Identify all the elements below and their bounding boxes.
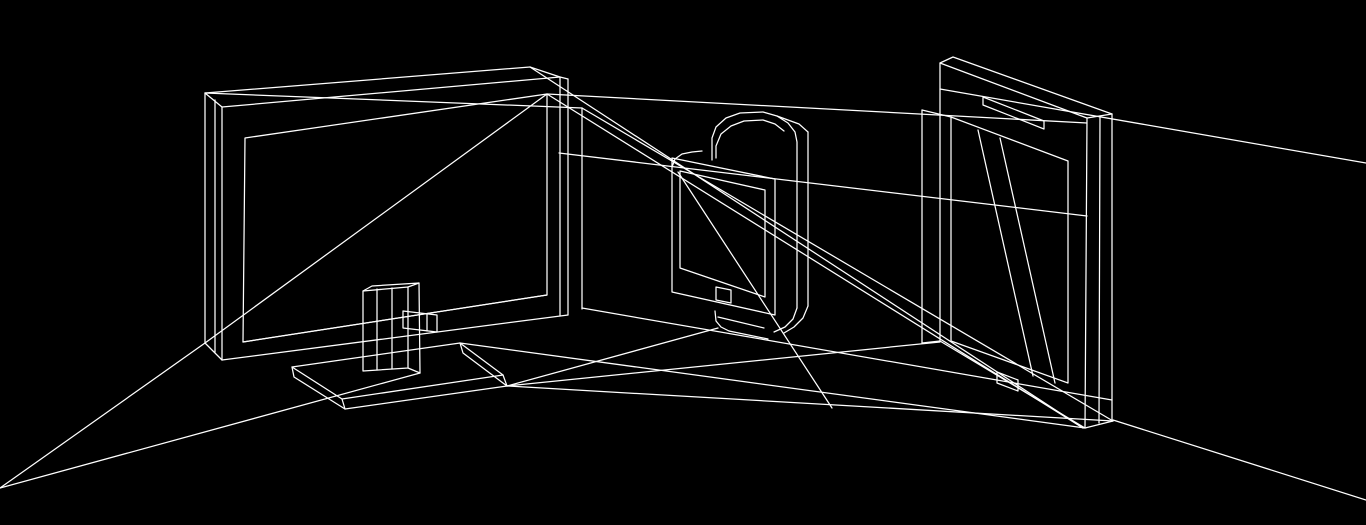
projection-lines-edge bbox=[558, 152, 1088, 217]
left-tv-edge bbox=[221, 76, 561, 108]
tv-stand-box bbox=[362, 282, 438, 374]
left-tv-edge bbox=[529, 66, 569, 80]
center-monitor bbox=[671, 157, 776, 340]
center-monitor-body bbox=[671, 111, 809, 334]
projection-lines-edge bbox=[581, 307, 1113, 401]
tv-base-edge bbox=[459, 342, 508, 387]
right-monitor-edge bbox=[1084, 420, 1114, 429]
center-monitor-body-edge bbox=[715, 119, 785, 159]
projection-lines-edge bbox=[459, 342, 1086, 429]
projection-lines-edge bbox=[546, 93, 1084, 429]
projection-lines-edge bbox=[0, 342, 206, 489]
right-monitor-edge bbox=[999, 137, 1056, 384]
left-tv-edge bbox=[204, 342, 223, 361]
right-monitor-edge bbox=[996, 371, 1019, 392]
center-monitor-edge bbox=[714, 310, 769, 340]
projection-lines-edge bbox=[506, 341, 941, 387]
projection-lines-edge bbox=[529, 66, 1084, 429]
projection-lines-edge bbox=[506, 385, 1114, 422]
tv-stand-box-edge bbox=[362, 282, 420, 292]
left-tv-edge bbox=[242, 93, 548, 343]
projection-lines-edge bbox=[546, 93, 1088, 124]
projection-lines-edge bbox=[1112, 419, 1366, 501]
center-monitor-edge bbox=[717, 316, 765, 329]
center-monitor-body-edge bbox=[711, 111, 798, 309]
right-monitor-edge bbox=[921, 340, 941, 344]
tv-base bbox=[291, 342, 508, 410]
center-monitor-body-edge bbox=[776, 115, 809, 133]
right-monitor bbox=[921, 56, 1114, 429]
projection-lines-edge bbox=[939, 88, 1366, 164]
right-monitor-edge bbox=[939, 62, 1088, 429]
tv-stand-box-edge bbox=[362, 286, 409, 372]
projection-lines-edge bbox=[677, 171, 833, 409]
left-tv-edge bbox=[204, 66, 531, 94]
projection-lines-edge bbox=[506, 327, 719, 387]
right-monitor-edge bbox=[950, 116, 1069, 384]
left-tv bbox=[204, 66, 583, 361]
right-monitor-edge bbox=[982, 96, 1045, 130]
tv-stand-box-edge bbox=[407, 367, 421, 374]
right-monitor-edge bbox=[939, 56, 1113, 115]
center-monitor-edge bbox=[671, 157, 776, 316]
center-monitor-body-edge bbox=[773, 307, 798, 333]
center-monitor-edge bbox=[715, 286, 732, 304]
left-tv-edge bbox=[221, 314, 569, 361]
projection-lines-edge bbox=[0, 372, 421, 489]
tv-base-edge bbox=[291, 366, 346, 410]
left-tv-edge bbox=[204, 92, 223, 108]
tv-stand-box-edge bbox=[402, 310, 438, 333]
left-tv-edge bbox=[204, 92, 583, 109]
projection-lines-edge bbox=[204, 93, 548, 344]
projection-lines bbox=[0, 66, 1366, 501]
center-monitor-body-edge bbox=[783, 305, 809, 334]
right-monitor-edge bbox=[1098, 115, 1101, 424]
right-monitor-edge bbox=[977, 129, 1034, 377]
tv-stand-box-edge bbox=[418, 282, 421, 374]
tv-base-edge bbox=[344, 385, 508, 410]
center-monitor-edge bbox=[679, 170, 766, 298]
projection-lines-edge bbox=[581, 107, 1114, 422]
left-tv-edge bbox=[242, 294, 548, 343]
